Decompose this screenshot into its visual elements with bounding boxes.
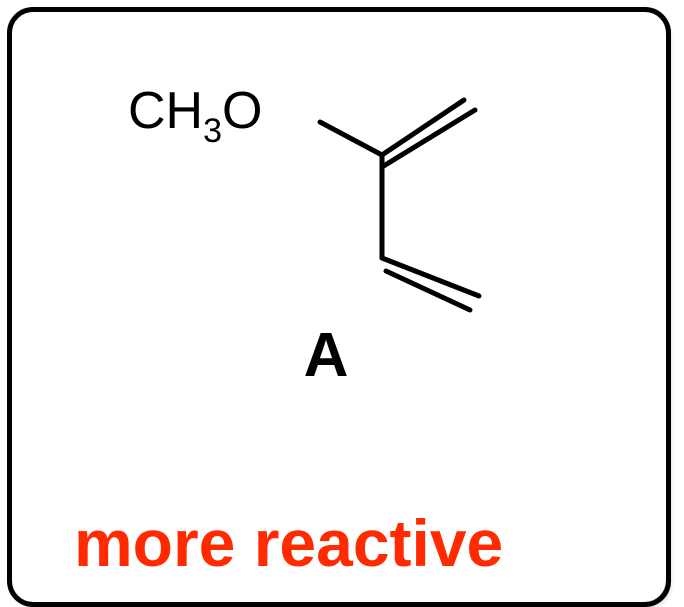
methoxy-ch: CH — [128, 82, 203, 140]
methoxy-oxygen: O — [222, 82, 262, 140]
methoxy-group-label: CH3O — [128, 82, 262, 150]
compound-card — [7, 7, 671, 607]
bond-c3-c4-b — [383, 268, 473, 313]
bond-c2-c1-a — [379, 97, 467, 158]
bond-c3-c4-a — [379, 255, 482, 299]
compound-label: A — [303, 321, 349, 390]
methoxy-subscript: 3 — [203, 112, 222, 150]
bond-o-c2 — [317, 119, 385, 158]
bond-c2-c1-b — [379, 107, 478, 170]
reactivity-label: more reactive — [74, 506, 504, 580]
